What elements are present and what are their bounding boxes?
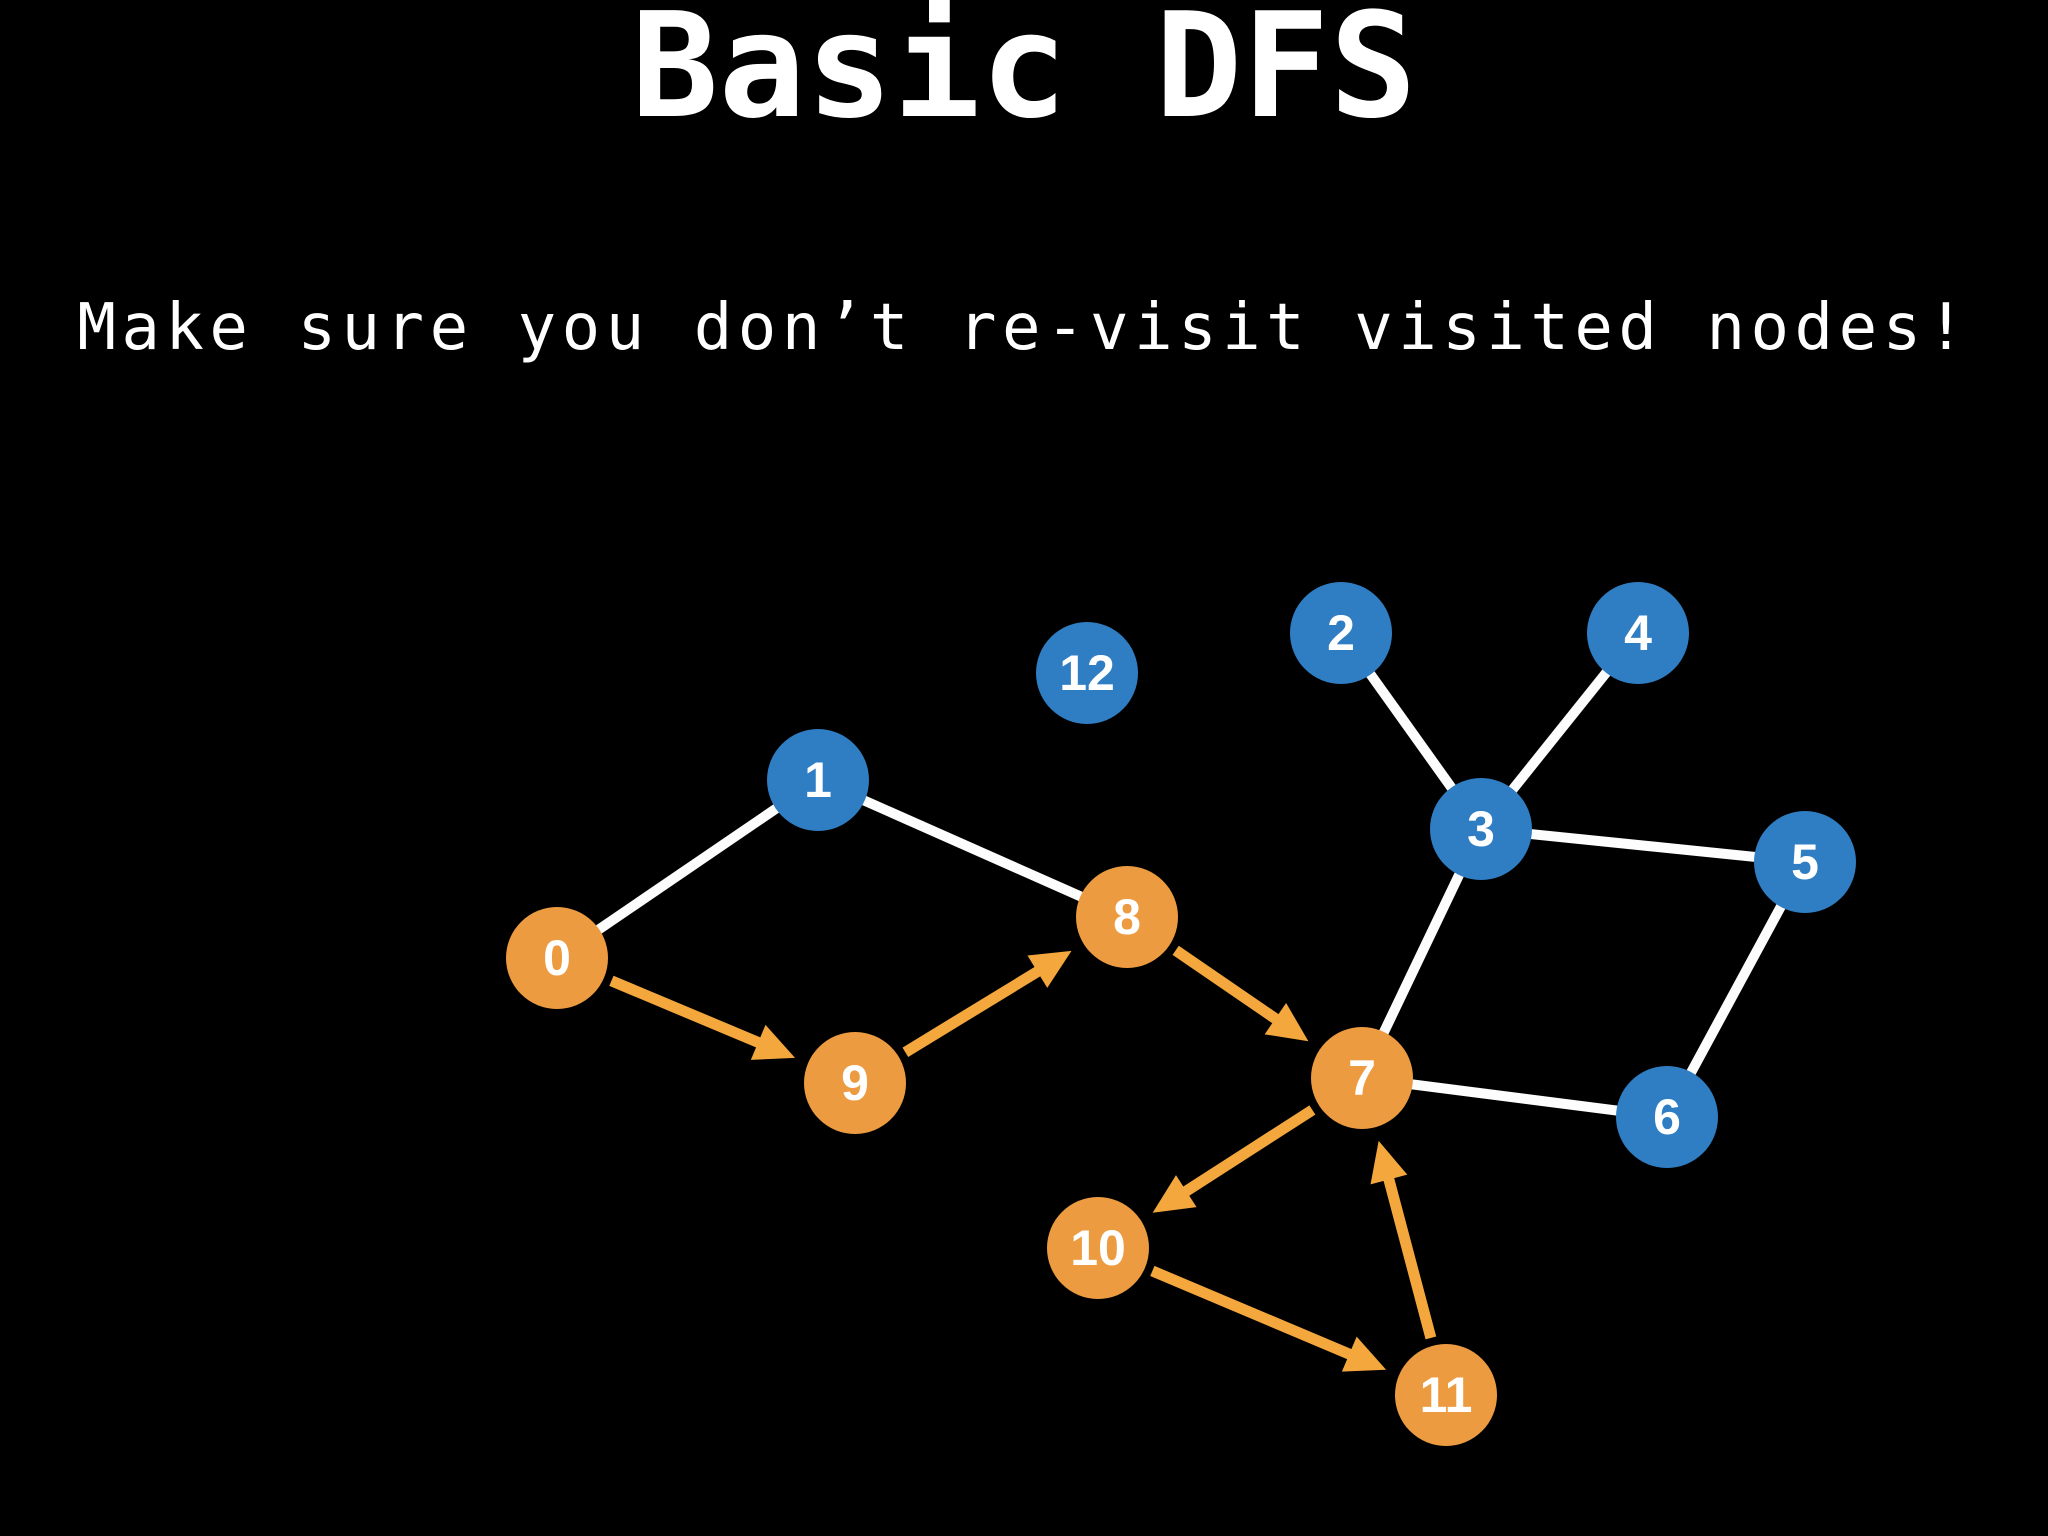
slide-title: Basic DFS (631, 0, 1417, 151)
graph-node-9 (804, 1032, 906, 1134)
graph-node-label-6: 6 (1653, 1089, 1681, 1145)
graph-node-3 (1430, 778, 1532, 880)
graph-node-label-3: 3 (1467, 801, 1495, 857)
graph-node-8 (1076, 866, 1178, 968)
graph-node-label-12: 12 (1059, 645, 1115, 701)
graph-node-label-0: 0 (543, 930, 571, 986)
graph-node-7 (1311, 1027, 1413, 1129)
graph-node-label-8: 8 (1113, 889, 1141, 945)
graph-node-label-5: 5 (1791, 834, 1819, 890)
graph-node-label-9: 9 (841, 1055, 869, 1111)
graph-node-12 (1036, 622, 1138, 724)
graph-node-label-2: 2 (1327, 605, 1355, 661)
graph-node-5 (1754, 811, 1856, 913)
arrowhead-9-8 (1027, 950, 1072, 988)
graph-node-label-1: 1 (804, 752, 832, 808)
graph-node-1 (767, 729, 869, 831)
arrowhead-8-7 (1264, 1002, 1309, 1042)
edge-3-5 (1480, 824, 1806, 867)
slide-subtitle: Make sure you don’t re-visit visited nod… (77, 291, 1971, 365)
arrowhead-10-11 (1341, 1336, 1387, 1372)
edge-0-1 (554, 775, 821, 963)
arrowhead-11-7 (1370, 1140, 1408, 1185)
arrowhead-7-10 (1152, 1175, 1197, 1213)
graph-node-0 (506, 907, 608, 1009)
graph-node-label-7: 7 (1348, 1050, 1376, 1106)
arrow-shaft-7-10 (1178, 1105, 1316, 1200)
arrow-shaft-11-7 (1382, 1172, 1437, 1340)
edge-6-7 (1361, 1073, 1668, 1122)
arrow-shaft-0-9 (609, 975, 766, 1050)
graph-node-4 (1587, 582, 1689, 684)
graph-node-label-10: 10 (1070, 1220, 1126, 1276)
arrow-shaft-9-8 (902, 963, 1046, 1057)
edge-1-8 (815, 775, 1130, 922)
graph-node-label-11: 11 (1420, 1367, 1473, 1423)
arrow-shaft-8-7 (1172, 945, 1284, 1027)
arrow-shaft-10-11 (1150, 1265, 1357, 1362)
arrowhead-0-9 (750, 1024, 796, 1060)
graph-node-11 (1395, 1344, 1497, 1446)
graph-node-6 (1616, 1066, 1718, 1168)
graph-node-label-4: 4 (1624, 605, 1652, 661)
graph-node-2 (1290, 582, 1392, 684)
graph-node-10 (1047, 1197, 1149, 1299)
